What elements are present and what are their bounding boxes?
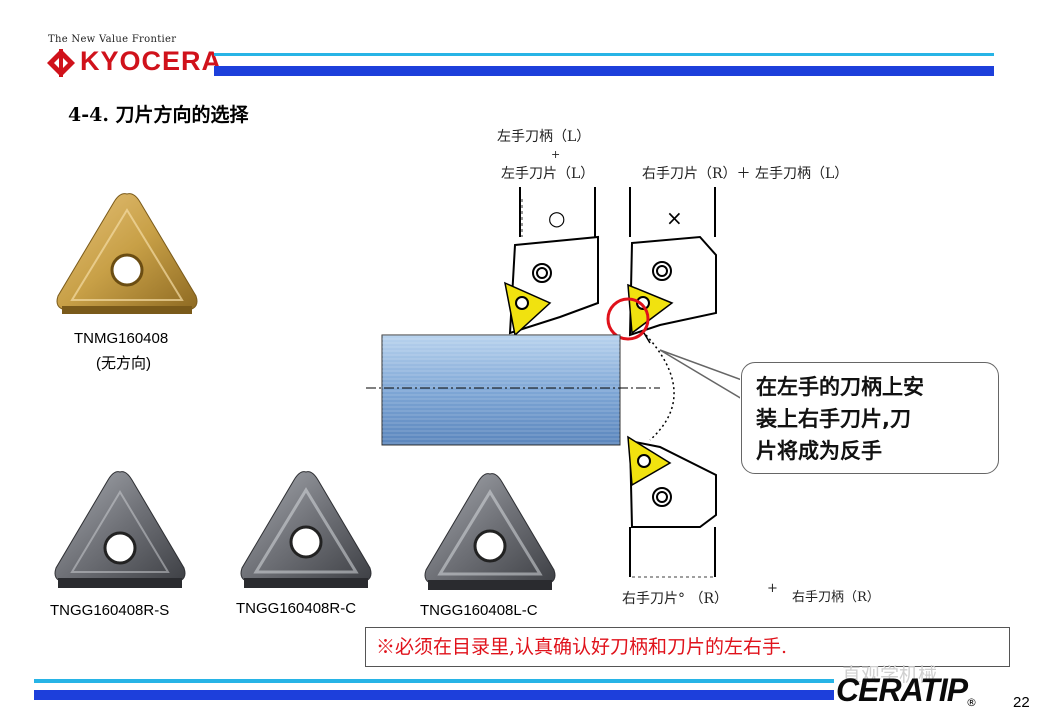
right-insert-left-holder-graphic [606, 187, 717, 344]
page-number: 22 [1013, 694, 1030, 711]
tool-orientation-diagram [366, 187, 740, 578]
callout-line-1: 在左手的刀柄上安 [756, 375, 924, 399]
registered-mark: ® [966, 696, 977, 709]
label-left-holder: 左手刀柄（L） [497, 129, 591, 145]
kyocera-logo-text: KYOCERA [80, 46, 223, 76]
gold-insert-model: TNMG160408 [74, 330, 169, 347]
watermark-text: 直观学机械 [842, 664, 938, 686]
grey-insert-rc-model: TNGG160408R-C [236, 600, 357, 617]
grey-insert-rs-image [54, 471, 186, 588]
footer-divider-cyan [34, 679, 834, 683]
footer-divider-blue [34, 690, 834, 700]
gold-insert-note: (无方向) [96, 355, 151, 372]
header-divider-blue [214, 66, 994, 76]
callout-line-2: 装上右手刀片,刀 [756, 407, 911, 431]
warning-note: ※必须在目录里,认真确认好刀柄和刀片的左右手. [365, 627, 1010, 667]
brand-tagline: The New Value Frontier [48, 34, 177, 45]
ceratip-logo-text: CERATIP [836, 672, 968, 708]
kyocera-logo-icon [47, 49, 75, 77]
callout-line-3: 片将成为反手 [756, 439, 882, 463]
label-circle-mark: ○ [548, 206, 566, 230]
label-left-insert: 左手刀片（L） [501, 166, 595, 182]
label-right-insert-left-holder: 右手刀片（R）＋ 左手刀柄（L） [642, 166, 849, 182]
grey-insert-rs-model: TNGG160408R-S [50, 602, 170, 619]
label-right-insert-bottom: 右手刀片° （R） [622, 591, 728, 607]
label-plus-top: + [551, 148, 561, 161]
section-title: 4-4. 刀片方向的选择 [68, 104, 249, 126]
right-holder-graphic [627, 435, 717, 578]
grey-insert-lc-image [424, 473, 556, 590]
label-right-holder: 右手刀柄（R） [792, 590, 880, 605]
label-plus-bottom: + [767, 581, 778, 596]
header-divider-cyan [214, 53, 994, 56]
grey-insert-rc-image [240, 471, 372, 588]
left-holder-graphic [503, 187, 599, 337]
label-cross-mark: × [666, 206, 683, 230]
gold-insert-image [56, 193, 198, 314]
grey-insert-lc-model: TNGG160408L-C [420, 602, 538, 619]
callout-box: 在左手的刀柄上安 装上右手刀片,刀 片将成为反手 [741, 362, 999, 474]
